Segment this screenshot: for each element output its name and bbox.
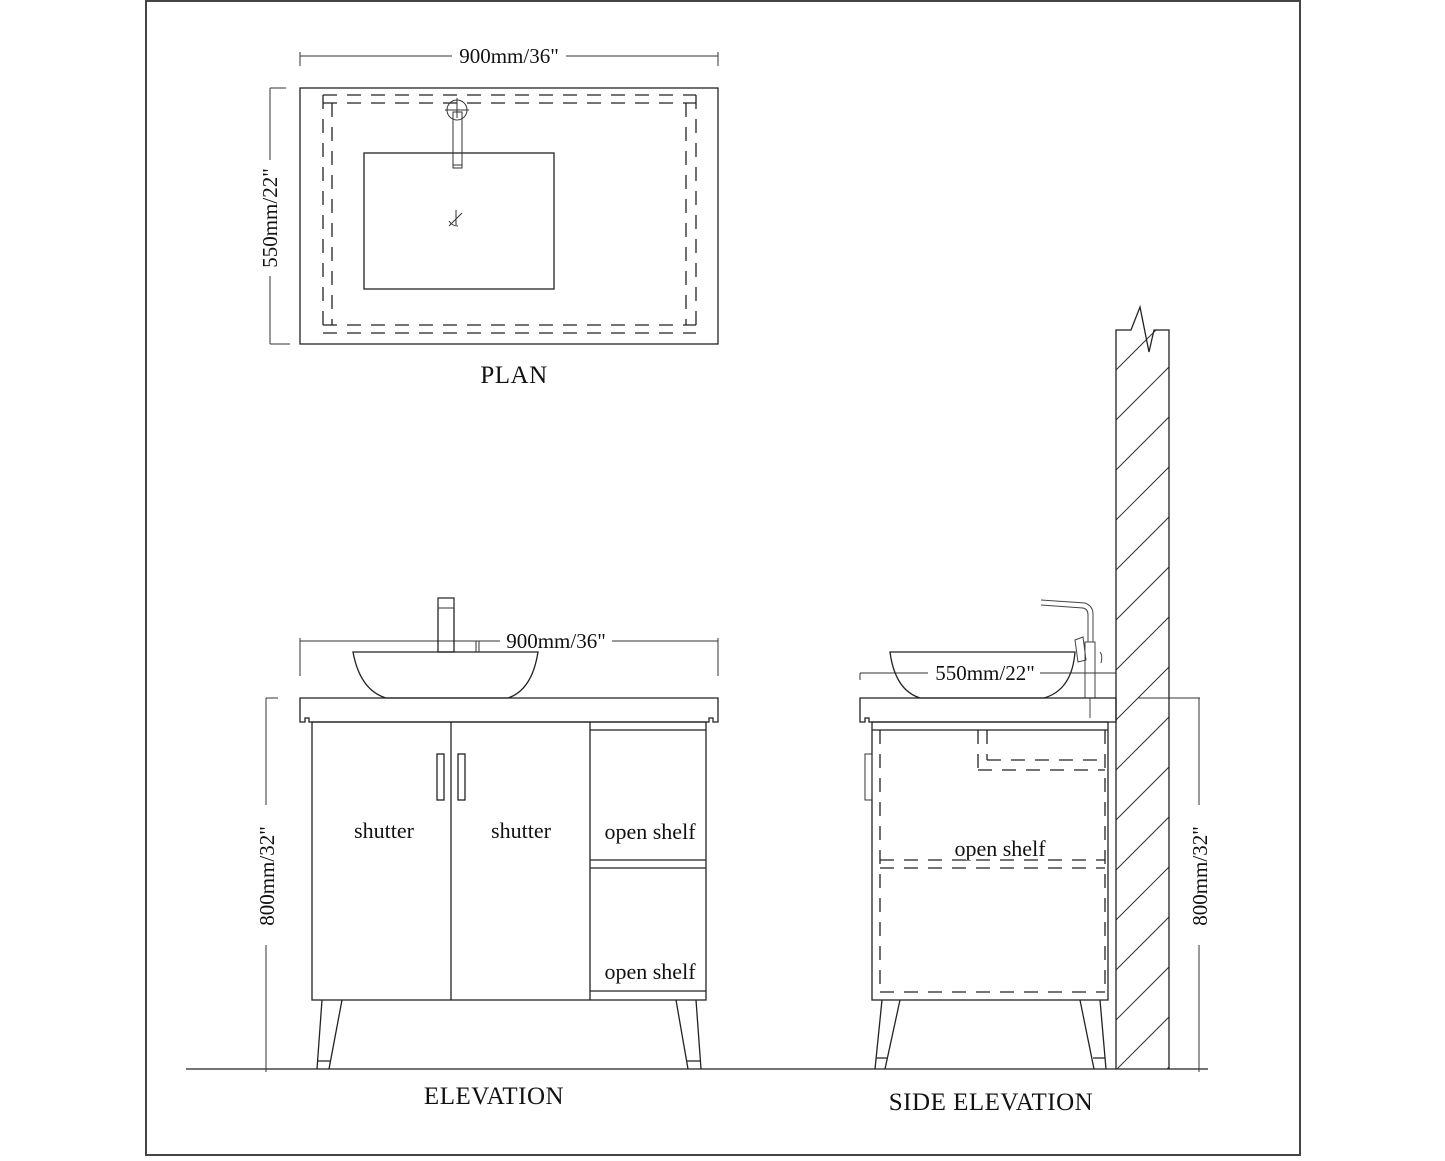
elevation-legs bbox=[316, 999, 702, 1070]
plan-hidden-cabinet-outline bbox=[322, 94, 697, 334]
sheet-frame bbox=[145, 0, 1301, 1156]
side-height-dimension: 800mm/32" bbox=[1138, 697, 1212, 1072]
label-open-shelf-top: open shelf bbox=[604, 819, 696, 844]
side-height-label: 800mm/32" bbox=[1188, 826, 1212, 926]
side-legs bbox=[874, 999, 1107, 1070]
elevation-width-dimension: 900mm/36" bbox=[299, 629, 719, 676]
plan-width-dimension: 900mm/36" bbox=[299, 44, 719, 68]
side-countertop bbox=[859, 697, 1117, 723]
side-label-open-shelf: open shelf bbox=[954, 836, 1046, 861]
elevation-cabinet-body bbox=[311, 721, 707, 1001]
side-cabinet-body bbox=[871, 721, 1109, 1001]
side-wall-hatched bbox=[1115, 304, 1170, 1069]
elevation-title: ELEVATION bbox=[424, 1083, 564, 1110]
door-handle-right bbox=[457, 753, 466, 801]
label-shutter-left: shutter bbox=[354, 818, 415, 843]
plan-countertop bbox=[299, 87, 719, 345]
side-door-handle bbox=[864, 753, 873, 801]
plan-width-label: 900mm/36" bbox=[459, 44, 559, 68]
side-elevation-view: 550mm/22" 800mm/32" bbox=[859, 304, 1212, 1116]
plan-faucet-icon bbox=[445, 98, 469, 169]
side-hidden-lines bbox=[879, 730, 1106, 993]
side-depth-dimension: 550mm/22" bbox=[859, 661, 1116, 685]
drain-icon bbox=[448, 210, 463, 227]
plan-depth-dimension: 550mm/22" bbox=[258, 87, 290, 345]
door-handle-left bbox=[436, 753, 445, 801]
plan-depth-label: 550mm/22" bbox=[258, 168, 282, 268]
label-open-shelf-bottom: open shelf bbox=[604, 959, 696, 984]
elevation-height-dimension: 800mm/32" bbox=[255, 697, 279, 1072]
plan-basin bbox=[363, 152, 555, 290]
label-shutter-right: shutter bbox=[491, 818, 552, 843]
elevation-countertop bbox=[299, 697, 719, 723]
elevation-faucet-icon bbox=[437, 597, 480, 653]
plan-title: PLAN bbox=[480, 362, 547, 389]
side-elevation-title: SIDE ELEVATION bbox=[889, 1089, 1093, 1116]
side-depth-label: 550mm/22" bbox=[935, 661, 1035, 685]
elevation-view: 900mm/36" 800mm/32" bbox=[186, 597, 1208, 1110]
elevation-width-label: 900mm/36" bbox=[506, 629, 606, 653]
elevation-height-label: 800mm/32" bbox=[255, 826, 279, 926]
plan-view: 900mm/36" 550mm/22" bbox=[258, 44, 719, 389]
